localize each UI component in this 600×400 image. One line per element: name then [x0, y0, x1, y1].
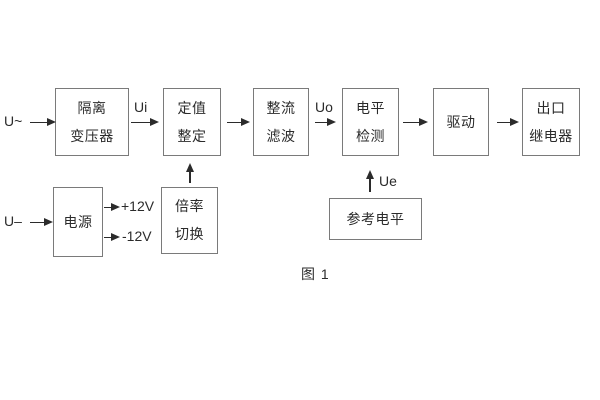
arrow-input-ac-to-transformer [30, 121, 47, 123]
arrow-power-plus12v [104, 206, 111, 208]
block-reference-level: 参考电平 [329, 198, 422, 240]
block-text-line: 驱动 [446, 113, 476, 130]
label-input-ac: U~ [4, 113, 23, 129]
arrow-uo-rectifier-to-detector [315, 121, 327, 123]
arrow-input-dc-to-power [30, 221, 44, 223]
arrow-power-minus12v [104, 236, 111, 238]
arrow-ratio-switch-to-setting [189, 171, 191, 183]
block-value-setting: 定值 整定 [163, 88, 221, 156]
block-text-line: 参考电平 [346, 210, 405, 227]
label-rail-plus12v: +12V [121, 198, 155, 214]
block-text-line: 整定 [177, 127, 207, 144]
block-text-line: 出口 [536, 99, 566, 116]
arrow-setting-to-rectifier [227, 121, 241, 123]
block-text-line: 电源 [63, 213, 93, 230]
arrow-ui-transformer-to-setting [131, 121, 150, 123]
label-signal-ue: Ue [379, 173, 397, 189]
block-output-relay: 出口 继电器 [522, 88, 580, 156]
block-text-line: 倍率 [175, 198, 204, 214]
block-level-detection: 电平 检测 [342, 88, 399, 156]
block-text-line: 检测 [356, 127, 385, 144]
label-signal-ui: Ui [134, 99, 148, 115]
block-text-line: 电平 [356, 99, 385, 116]
block-isolation-transformer: 隔离 变压器 [55, 88, 129, 156]
arrow-ue-reference-to-detector [369, 178, 371, 192]
label-input-dc: U– [4, 213, 22, 229]
block-text-line: 隔离 [77, 99, 107, 116]
block-text-line: 继电器 [529, 127, 573, 144]
label-signal-uo: Uo [315, 99, 333, 115]
block-text-line: 定值 [177, 99, 207, 116]
block-ratio-switch: 倍率 切换 [161, 187, 218, 254]
block-power-supply: 电源 [53, 187, 103, 257]
arrow-driver-to-relay [497, 121, 510, 123]
block-rectifier-filter: 整流 滤波 [253, 88, 309, 156]
figure-caption: 图 1 [301, 266, 330, 282]
block-text-line: 切换 [175, 226, 204, 242]
block-text-line: 整流 [266, 99, 296, 116]
label-rail-minus12v: -12V [122, 228, 152, 244]
block-text-line: 变压器 [70, 127, 114, 144]
block-text-line: 滤波 [266, 127, 296, 144]
arrow-detector-to-driver [403, 121, 419, 123]
block-driver: 驱动 [433, 88, 489, 156]
